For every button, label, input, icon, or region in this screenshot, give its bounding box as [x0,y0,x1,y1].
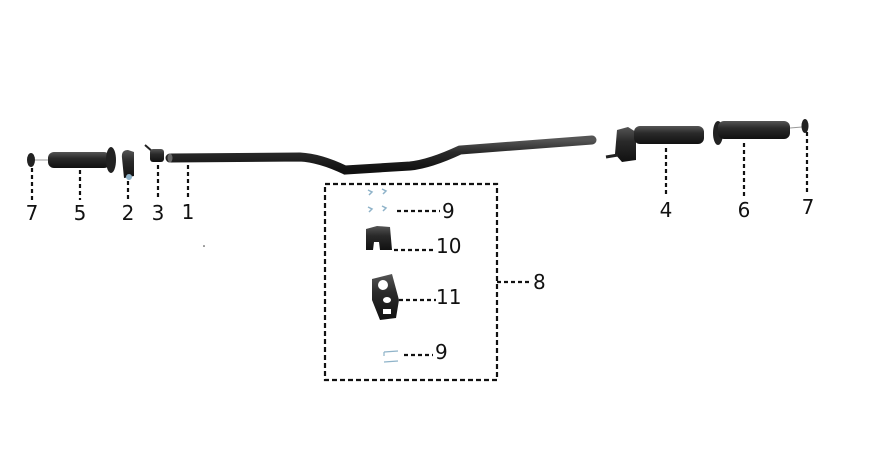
left-end-cap [27,153,48,167]
bolts-upper [367,188,388,213]
callout-10: 10 [436,234,461,258]
callout-11: 11 [436,285,461,309]
switch-unit [144,144,164,162]
upper-clamp [366,226,392,250]
callout-9-upper: 9 [442,199,455,223]
callout-3: 3 [152,201,165,225]
clamp-kit-box [323,182,499,382]
lower-clamp [372,274,399,320]
callout-7-right: 7 [802,195,815,219]
left-clamp [121,150,134,180]
callout-9-lower: 9 [435,340,448,364]
right-end-cap [801,119,809,133]
callout-7-left: 7 [26,201,39,225]
callout-2: 2 [122,201,135,225]
callout-1: 1 [182,200,195,224]
callout-8: 8 [533,270,546,294]
callout-5: 5 [74,201,87,225]
handlebar [165,135,597,175]
bolts-lower [383,350,399,363]
callout-4: 4 [660,198,673,222]
right-grip [713,121,803,145]
callout-6: 6 [738,198,751,222]
left-grip [48,147,116,173]
throttle-assembly [605,126,704,162]
